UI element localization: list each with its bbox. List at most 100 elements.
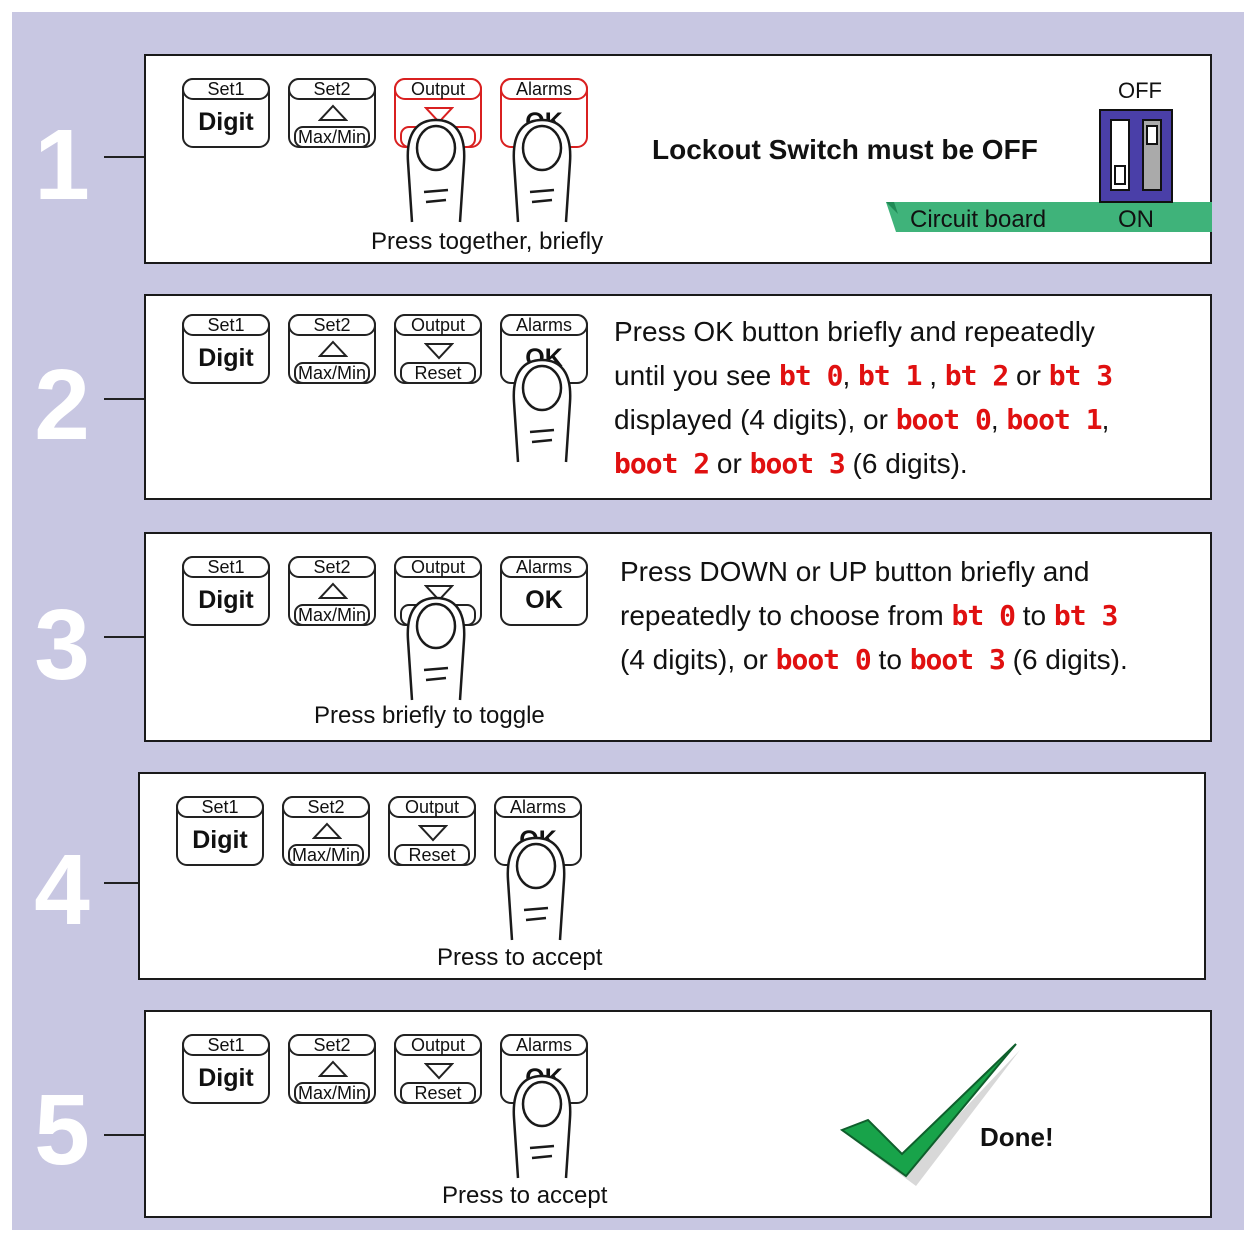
set2-label: Set2 [288,556,376,578]
alarms-label: Alarms [500,1034,588,1056]
set1-digit-key[interactable]: Set1 Digit [176,796,264,866]
up-arrow-icon [318,582,348,599]
set2-label: Set2 [282,796,370,818]
display-bt0: bt 0 [779,359,843,392]
set2-label: Set2 [288,314,376,336]
text-span: repeatedly to choose from [620,600,952,631]
step2-line-2: until you see bt 0, bt 1 , bt 2 or bt 3 [614,354,1113,398]
set2-up-key[interactable]: Set2 Max/Min [288,556,376,626]
set1-label: Set1 [176,796,264,818]
lockout-warning: Lockout Switch must be OFF [652,134,1038,165]
pressing-finger-icon [512,1074,572,1179]
display-boot3: boot 3 [749,447,846,480]
reset-label: Reset [394,844,470,866]
alarms-label: Alarms [500,556,588,578]
display-bt3: bt 3 [1053,599,1118,632]
step-number-4: 4 [34,834,90,946]
lockout-switch-diagram [886,109,1212,232]
up-arrow-icon [318,1060,348,1077]
set2-label: Set2 [288,78,376,100]
digit-label: Digit [198,344,254,372]
display-boot1: boot 1 [1006,403,1102,436]
step3-line-2: repeatedly to choose from bt 0 to bt 3 [620,594,1128,638]
step3-line-3: (4 digits), or boot 0 to boot 3 (6 digit… [620,638,1128,682]
down-arrow-icon [424,585,454,602]
digit-label: Digit [192,826,248,854]
set2-up-key[interactable]: Set2 Max/Min [288,78,376,148]
display-boot3: boot 3 [909,643,1006,676]
step3-instructions: Press DOWN or UP button briefly and repe… [620,550,1128,682]
ok-label: OK [525,586,563,614]
set1-label: Set1 [182,1034,270,1056]
digit-label: Digit [198,1064,254,1092]
done-label: Done! [980,1122,1054,1152]
pressing-finger-icon [512,118,572,223]
step3-line-1: Press DOWN or UP button briefly and [620,556,1090,587]
text-span: or [1008,360,1049,391]
step-connector-2 [104,398,146,400]
text-span: (4 digits), or [620,644,776,675]
text-span: , [990,404,1007,435]
step-panel-3: Set1 Digit Set2 Max/Min Output Reset Ala… [144,532,1212,742]
alarms-label: Alarms [500,78,588,100]
text-span: until you see [614,360,779,391]
set1-digit-key[interactable]: Set1 Digit [182,78,270,148]
text-span: (6 digits). [844,448,968,479]
step-panel-4: Set1 Digit Set2 Max/Min Output Reset Ala… [138,772,1206,980]
step-number-3: 3 [34,589,90,701]
circuit-board-label: Circuit board [910,206,1047,233]
output-down-key[interactable]: Output Reset [394,314,482,384]
switch-off-label: OFF [1118,78,1162,103]
pressing-finger-icon [406,596,466,701]
up-arrow-icon [318,104,348,121]
display-bt3: bt 3 [1048,359,1113,392]
set2-label: Set2 [288,1034,376,1056]
display-boot0: boot 0 [895,403,992,436]
display-bt2: bt 2 [944,359,1009,392]
step-panel-1: Set1 Digit Set2 Max/Min Output Reset Ala… [144,54,1212,264]
up-arrow-icon [312,822,342,839]
switch-on-label: ON [1118,206,1154,233]
set1-digit-key[interactable]: Set1 Digit [182,1034,270,1104]
down-arrow-icon [424,107,454,124]
step-connector-4 [104,882,140,884]
text-span: or [709,448,750,479]
text-span: to [1014,600,1054,631]
step2-instructions: Press OK button briefly and repeatedly u… [614,310,1113,486]
alarms-label: Alarms [500,314,588,336]
text-span: , [1101,404,1110,435]
pressing-finger-icon [406,118,466,223]
alarms-label: Alarms [494,796,582,818]
text-span: to [870,644,910,675]
set1-digit-key[interactable]: Set1 Digit [182,314,270,384]
text-span: , [921,360,945,391]
step2-line-1: Press OK button briefly and repeatedly [614,316,1095,347]
output-label: Output [394,78,482,100]
step-panel-5: Set1 Digit Set2 Max/Min Output Reset Ala… [144,1010,1212,1218]
step3-caption: Press briefly to toggle [314,702,545,729]
set1-label: Set1 [182,78,270,100]
output-down-key[interactable]: Output Reset [394,1034,482,1104]
output-label: Output [394,556,482,578]
text-span: displayed (4 digits), or [614,404,896,435]
set2-up-key[interactable]: Set2 Max/Min [282,796,370,866]
text-span: (6 digits). [1004,644,1128,675]
output-down-key[interactable]: Output Reset [388,796,476,866]
max-min-label: Max/Min [294,126,370,148]
step-connector-3 [104,636,146,638]
reset-label: Reset [400,362,476,384]
reset-label: Reset [400,1082,476,1104]
step-connector-1 [104,156,146,158]
max-min-label: Max/Min [294,1082,370,1104]
digit-label: Digit [198,586,254,614]
alarms-ok-key[interactable]: Alarms OK [500,556,588,626]
step5-caption: Press to accept [442,1182,608,1209]
step4-caption: Press to accept [437,944,603,971]
set1-label: Set1 [182,314,270,336]
step-number-5: 5 [34,1074,90,1186]
max-min-label: Max/Min [288,844,364,866]
set1-digit-key[interactable]: Set1 Digit [182,556,270,626]
set2-up-key[interactable]: Set2 Max/Min [288,314,376,384]
set2-up-key[interactable]: Set2 Max/Min [288,1034,376,1104]
digit-label: Digit [198,108,254,136]
